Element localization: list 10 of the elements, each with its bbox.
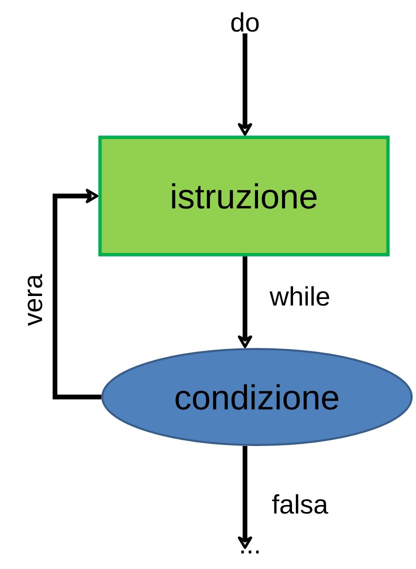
arrow: [238, 256, 252, 348]
edge-label: while: [270, 286, 330, 306]
arrow: [238, 446, 252, 549]
process-box: istruzione: [98, 136, 390, 256]
arrow: [52, 188, 102, 400]
end-label: ...: [241, 550, 259, 554]
edge-label: vera: [28, 274, 42, 326]
edge-label: falsa: [272, 494, 328, 514]
top-label: do: [231, 12, 259, 32]
arrow: [238, 33, 252, 136]
